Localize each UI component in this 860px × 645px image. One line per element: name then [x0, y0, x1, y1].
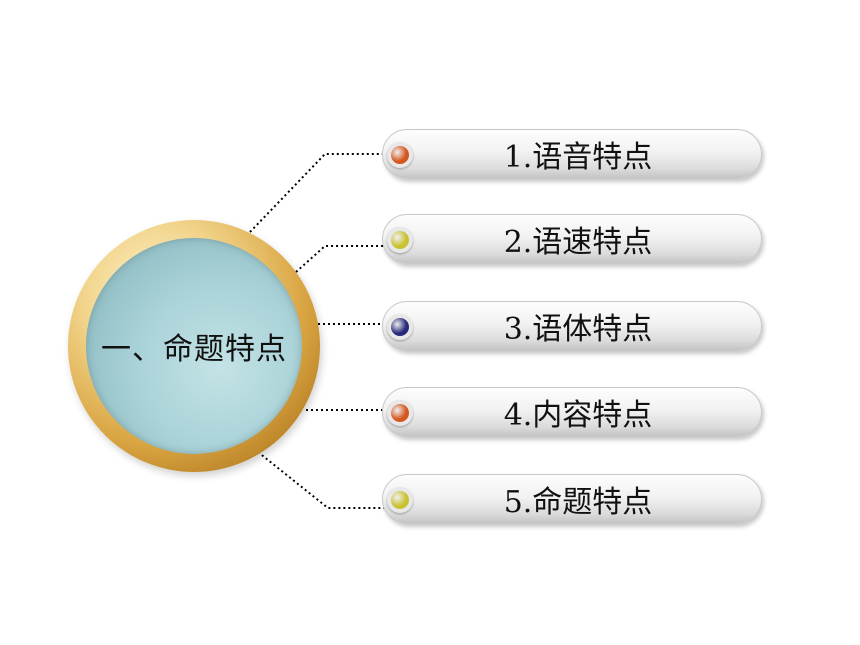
connector-line-1 [249, 153, 384, 233]
topic-item-1: 1.语音特点 [382, 129, 762, 179]
bullet-dot-icon [387, 227, 413, 253]
hub-inner-disc: 一、命题特点 [86, 238, 302, 454]
hub-circle: 一、命题特点 [68, 220, 320, 472]
bullet-dot-core [391, 231, 409, 249]
topic-item-4: 4.内容特点 [382, 387, 762, 437]
topic-item-3: 3.语体特点 [382, 301, 762, 351]
bullet-dot-icon [387, 487, 413, 513]
bullet-dot-icon [387, 400, 413, 426]
hub-title: 一、命题特点 [101, 332, 287, 367]
topic-item-2: 2.语速特点 [382, 214, 762, 264]
bullet-dot-icon [387, 142, 413, 168]
bullet-dot-core [391, 146, 409, 164]
topic-item-label: 5.命题特点 [503, 485, 653, 520]
bullet-dot-core [391, 491, 409, 509]
topic-item-label: 4.内容特点 [503, 398, 653, 433]
connector-line-2 [295, 245, 384, 273]
bullet-dot-core [391, 318, 409, 336]
topic-item-label: 2.语速特点 [503, 225, 653, 260]
connector-line-5 [257, 451, 384, 509]
bullet-dot-icon [387, 314, 413, 340]
topic-item-label: 3.语体特点 [503, 312, 653, 347]
topic-item-label: 1.语音特点 [503, 140, 653, 175]
bullet-dot-core [391, 404, 409, 422]
topic-item-5: 5.命题特点 [382, 474, 762, 524]
